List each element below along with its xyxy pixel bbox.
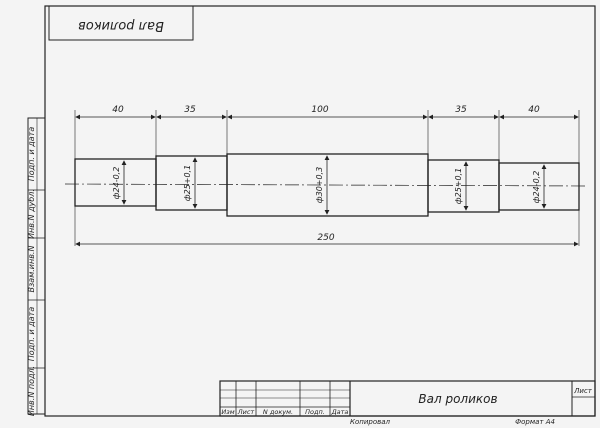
side-strip: Подп. и дата Инв.N дубл. Взам.инв.N Подп… [27, 117, 46, 416]
length-dimensions: 40 35 100 35 40 250 [75, 105, 579, 247]
title-header-sheet: Лист [237, 408, 255, 416]
side-label-replace-inv: Взам.инв.N [27, 246, 36, 293]
dim-diameter-5: ф24-0,2 [532, 171, 541, 204]
side-label-dup-inv: Инв.N дубл. [27, 189, 36, 239]
dim-diameter-1: ф24-0,2 [112, 167, 121, 200]
title-block-copied: Копировал [350, 418, 391, 426]
title-block: Изм Лист N докум. Подп. Дата Вал роликов… [219, 380, 596, 426]
shaft-drawing [64, 153, 589, 217]
diameter-dimensions: ф24-0,2 ф25+0,1 ф30+0,3 ф25+0,1 ф24-0,2 [112, 155, 547, 215]
side-label-orig-inv: Инв.N подл. [27, 366, 36, 416]
dim-length-4: 35 [455, 105, 467, 115]
dim-length-5: 40 [528, 105, 540, 115]
dim-length-3: 100 [311, 105, 328, 115]
title-block-format: Формат А4 [515, 418, 555, 426]
title-header-date: Дата [331, 408, 349, 416]
dim-length-1: 40 [112, 105, 124, 115]
drawing-frame [44, 5, 596, 417]
shaft-step-4 [427, 159, 500, 213]
shaft-step-5 [498, 162, 580, 211]
top-stamp: Вал роликов [48, 5, 194, 41]
top-stamp-title: Вал роликов [78, 18, 164, 33]
axis-centerline [64, 183, 589, 187]
title-block-name: Вал роликов [418, 392, 497, 406]
extension-lines [74, 110, 580, 246]
side-label-sign-date-2: Подп. и дата [27, 307, 36, 362]
title-header-change: Изм [221, 408, 234, 416]
title-header-doc-number: N докум. [263, 408, 293, 416]
title-block-sheet-label: Лист [573, 387, 593, 395]
title-header-signature: Подп. [305, 408, 325, 416]
dim-diameter-4: ф25+0,1 [454, 168, 463, 204]
dim-diameter-3: ф30+0,3 [315, 167, 324, 203]
side-label-sign-date-1: Подп. и дата [27, 127, 36, 182]
dim-diameter-2: ф25+0,1 [183, 165, 192, 201]
dim-total-length: 250 [317, 233, 334, 243]
dim-length-2: 35 [184, 105, 196, 115]
